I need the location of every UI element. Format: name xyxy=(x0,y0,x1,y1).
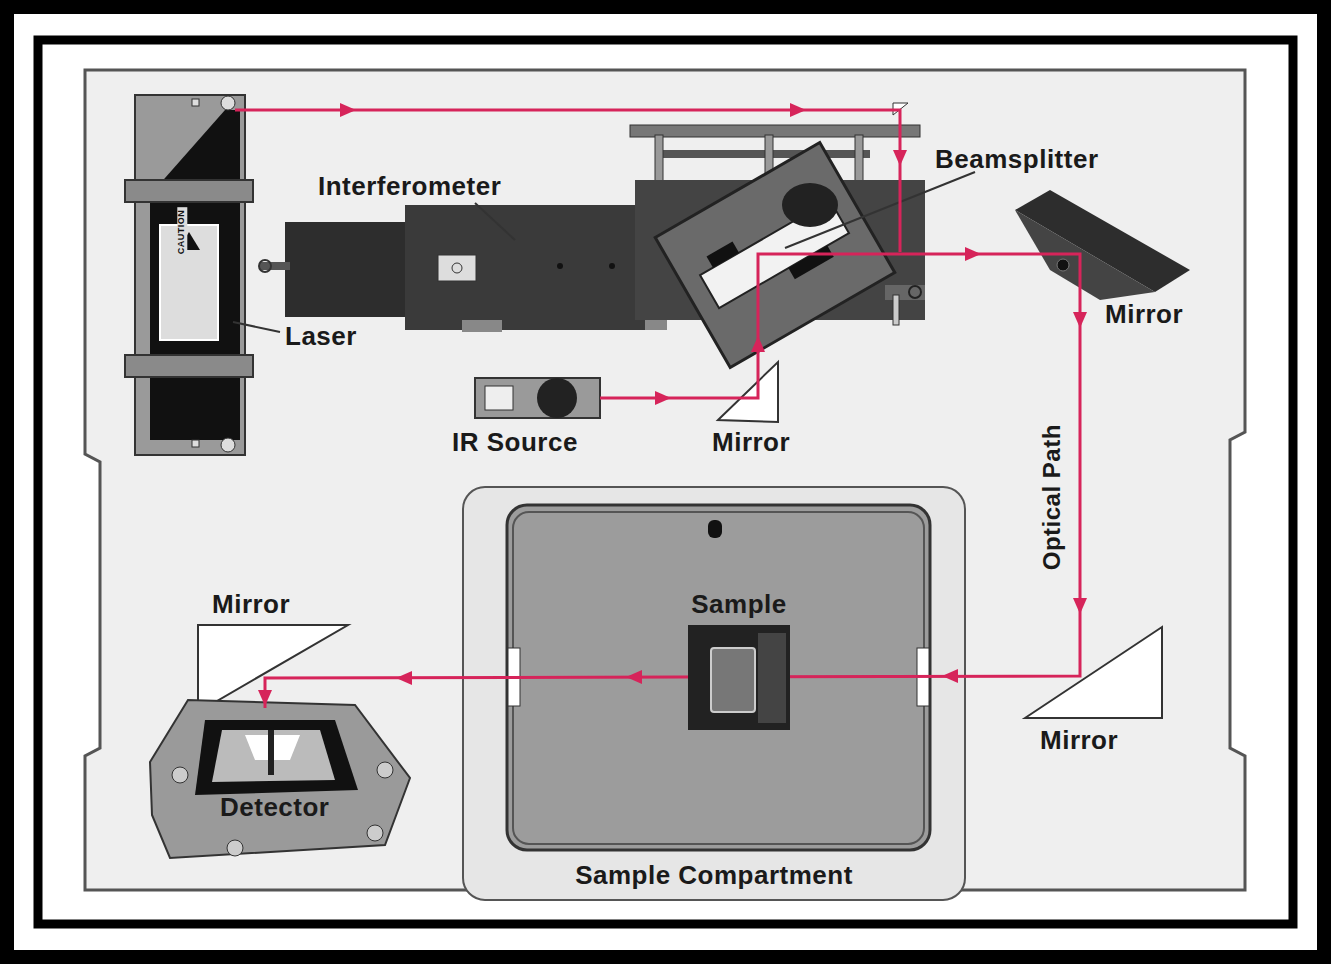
part-label: Interferometer xyxy=(318,172,501,201)
sample-compartment: Sample Compartment Sample xyxy=(463,487,965,900)
compartment-label: Sample Compartment xyxy=(575,861,853,890)
sample-slot xyxy=(710,647,756,713)
part-label: IR Source xyxy=(452,428,578,457)
sample-label: Sample xyxy=(691,590,787,619)
vertical-label: CAUTION xyxy=(177,208,187,257)
sample-holder: Sample xyxy=(688,625,790,730)
part-label: Beamsplitter xyxy=(935,145,1099,174)
part-label: Mirror xyxy=(212,590,290,619)
sample-side xyxy=(758,633,786,723)
part-label: Detector xyxy=(220,793,329,822)
part-label: Laser xyxy=(285,322,357,351)
vertical-label: Optical Path xyxy=(1039,424,1065,570)
part-label: Mirror xyxy=(712,428,790,457)
part-label: Mirror xyxy=(1105,300,1183,329)
part-label: Mirror xyxy=(1040,726,1118,755)
